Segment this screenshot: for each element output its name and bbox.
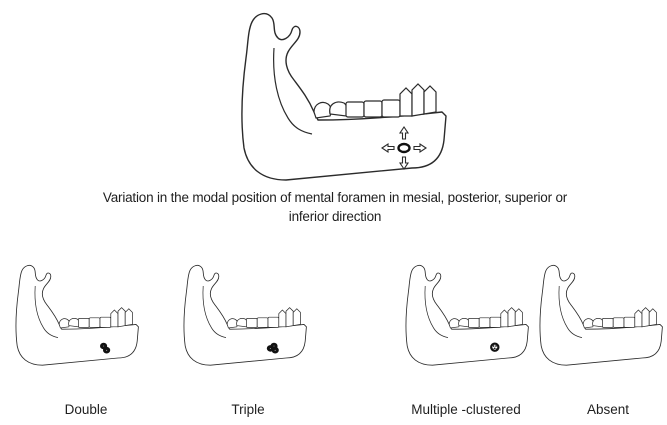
mental-foramen-modal xyxy=(399,144,410,152)
up-arrow-icon xyxy=(400,127,408,139)
label-absent: Absent xyxy=(587,402,629,418)
mandible-triple xyxy=(184,265,307,365)
label-multiple-clustered: Multiple -clustered xyxy=(411,402,521,418)
right-arrow-icon xyxy=(414,144,426,152)
mandible-multiple-clustered xyxy=(406,265,529,365)
left-arrow-icon xyxy=(382,144,394,152)
mandible-absent xyxy=(540,265,663,365)
down-arrow-icon xyxy=(400,157,408,169)
figure-caption: Variation in the modal position of menta… xyxy=(30,188,640,226)
label-triple: Triple xyxy=(231,402,264,418)
main-mandible xyxy=(242,14,446,180)
label-double: Double xyxy=(65,402,108,418)
caption-line-2: inferior direction xyxy=(30,207,640,226)
caption-line-1: Variation in the modal position of menta… xyxy=(30,188,640,207)
mandible-double xyxy=(16,265,139,365)
